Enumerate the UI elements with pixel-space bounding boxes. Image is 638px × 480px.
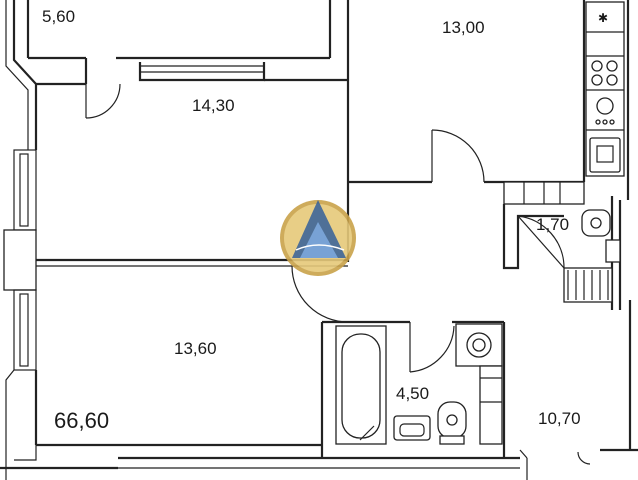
logo xyxy=(280,200,356,276)
room-b-area: 13,00 xyxy=(442,18,485,37)
room-e-area: 13,60 xyxy=(174,339,217,358)
fridge-icon: ✱ xyxy=(598,11,608,25)
washing-machine xyxy=(455,323,503,367)
toilet xyxy=(437,401,467,445)
bath-sink xyxy=(393,415,431,441)
room-a-area: 5,60 xyxy=(42,7,75,26)
bathtub xyxy=(335,325,387,445)
room-e-walls xyxy=(36,322,324,458)
door-room-b xyxy=(431,129,485,183)
room-g-area: 10,70 xyxy=(538,409,581,428)
room-c-area: 14,30 xyxy=(192,96,235,115)
total-area: 66,60 xyxy=(54,408,109,433)
radiator xyxy=(563,267,613,303)
bathroom-walls xyxy=(322,320,506,458)
room-a-walls xyxy=(26,0,332,60)
exterior-walls xyxy=(0,0,528,480)
boiler xyxy=(479,365,503,445)
door-room-c xyxy=(85,83,121,119)
washer-icon xyxy=(596,97,614,115)
room-c-walls xyxy=(36,0,350,267)
room-d-area: 1,70 xyxy=(536,215,569,234)
sink-icon xyxy=(589,137,621,173)
kitchen-counter: ✱ xyxy=(585,1,625,177)
room-f-area: 4,50 xyxy=(396,384,429,403)
